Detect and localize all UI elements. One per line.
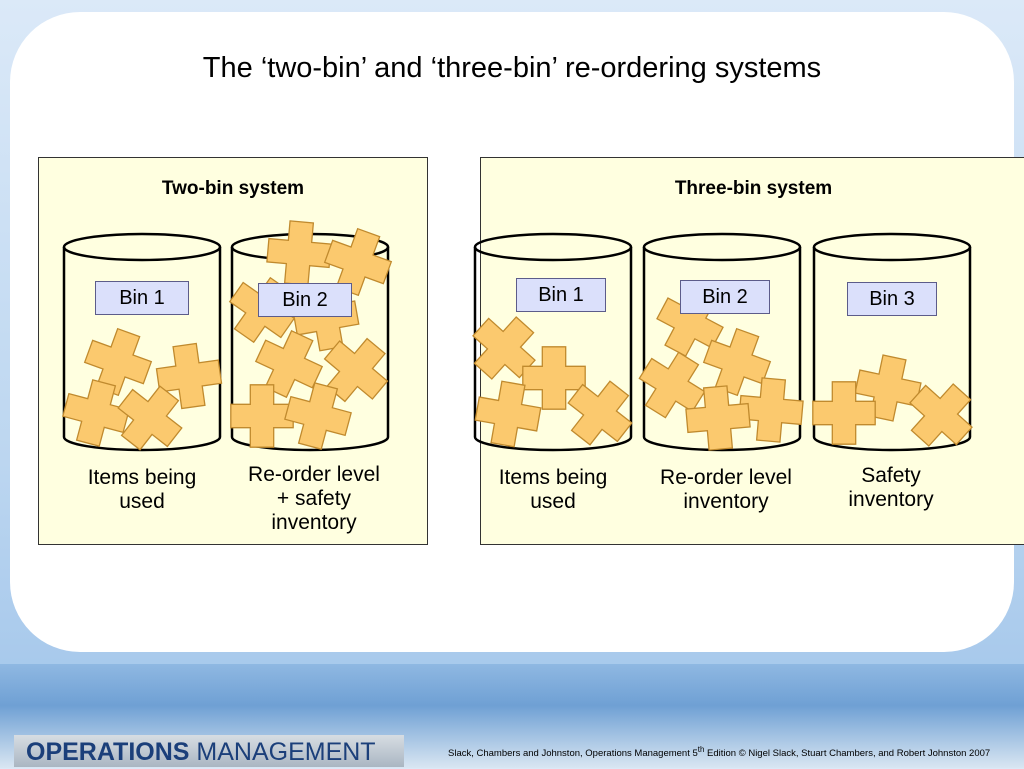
credit-sup: th [697, 745, 705, 754]
page-title: The ‘two-bin’ and ‘three-bin’ re-orderin… [202, 52, 822, 84]
two-bin-bin1-label: Bin 1 [95, 281, 189, 315]
caption-line: inventory [848, 488, 934, 511]
copyright-credit: Slack, Chambers and Johnston, Operations… [448, 745, 990, 759]
three-bin-bin3-label: Bin 3 [847, 282, 937, 316]
three-bin-bin1-cylinder [473, 232, 633, 452]
caption-line: Re-order level [660, 466, 792, 489]
caption-line: inventory [271, 511, 357, 534]
caption-line: used [530, 490, 576, 513]
two-bin-heading: Two-bin system [161, 178, 305, 199]
brand-bold: OPERATIONS [26, 738, 190, 766]
cross-item-icon [264, 218, 334, 288]
three-bin-bin2-label: Bin 2 [680, 280, 770, 314]
cross-item-icon [57, 374, 135, 452]
brand-light: MANAGEMENT [196, 738, 376, 766]
brand-logo: OPERATIONS MANAGEMENT [14, 735, 404, 767]
two-bin-bin1-cylinder [62, 232, 222, 452]
three-bin-bin3-cylinder [812, 232, 972, 452]
three-bin-bin1-caption: Items being used [473, 466, 633, 514]
caption-line: used [119, 490, 165, 513]
three-bin-bin2-cylinder [642, 232, 802, 452]
caption-line: + safety [276, 487, 352, 510]
three-bin-bin2-caption: Re-order level inventory [640, 466, 812, 514]
two-bin-bin2-caption: Re-order level + safety inventory [228, 463, 400, 535]
credit-text: Slack, Chambers and Johnston, Operations… [448, 748, 698, 760]
three-bin-bin3-caption: Safety inventory [816, 464, 966, 512]
three-bin-bin1-label: Bin 1 [516, 278, 606, 312]
caption-line: inventory [683, 490, 769, 513]
caption-line: Items being [87, 466, 197, 489]
credit-text-end: Edition © Nigel Slack, Stuart Chambers, … [704, 748, 991, 760]
caption-line: Safety [861, 464, 921, 487]
two-bin-bin1-caption: Items being used [62, 466, 222, 514]
caption-line: Re-order level [248, 463, 380, 486]
caption-line: Items being [498, 466, 608, 489]
two-bin-bin2-label: Bin 2 [258, 283, 352, 317]
three-bin-heading: Three-bin system [674, 178, 833, 199]
